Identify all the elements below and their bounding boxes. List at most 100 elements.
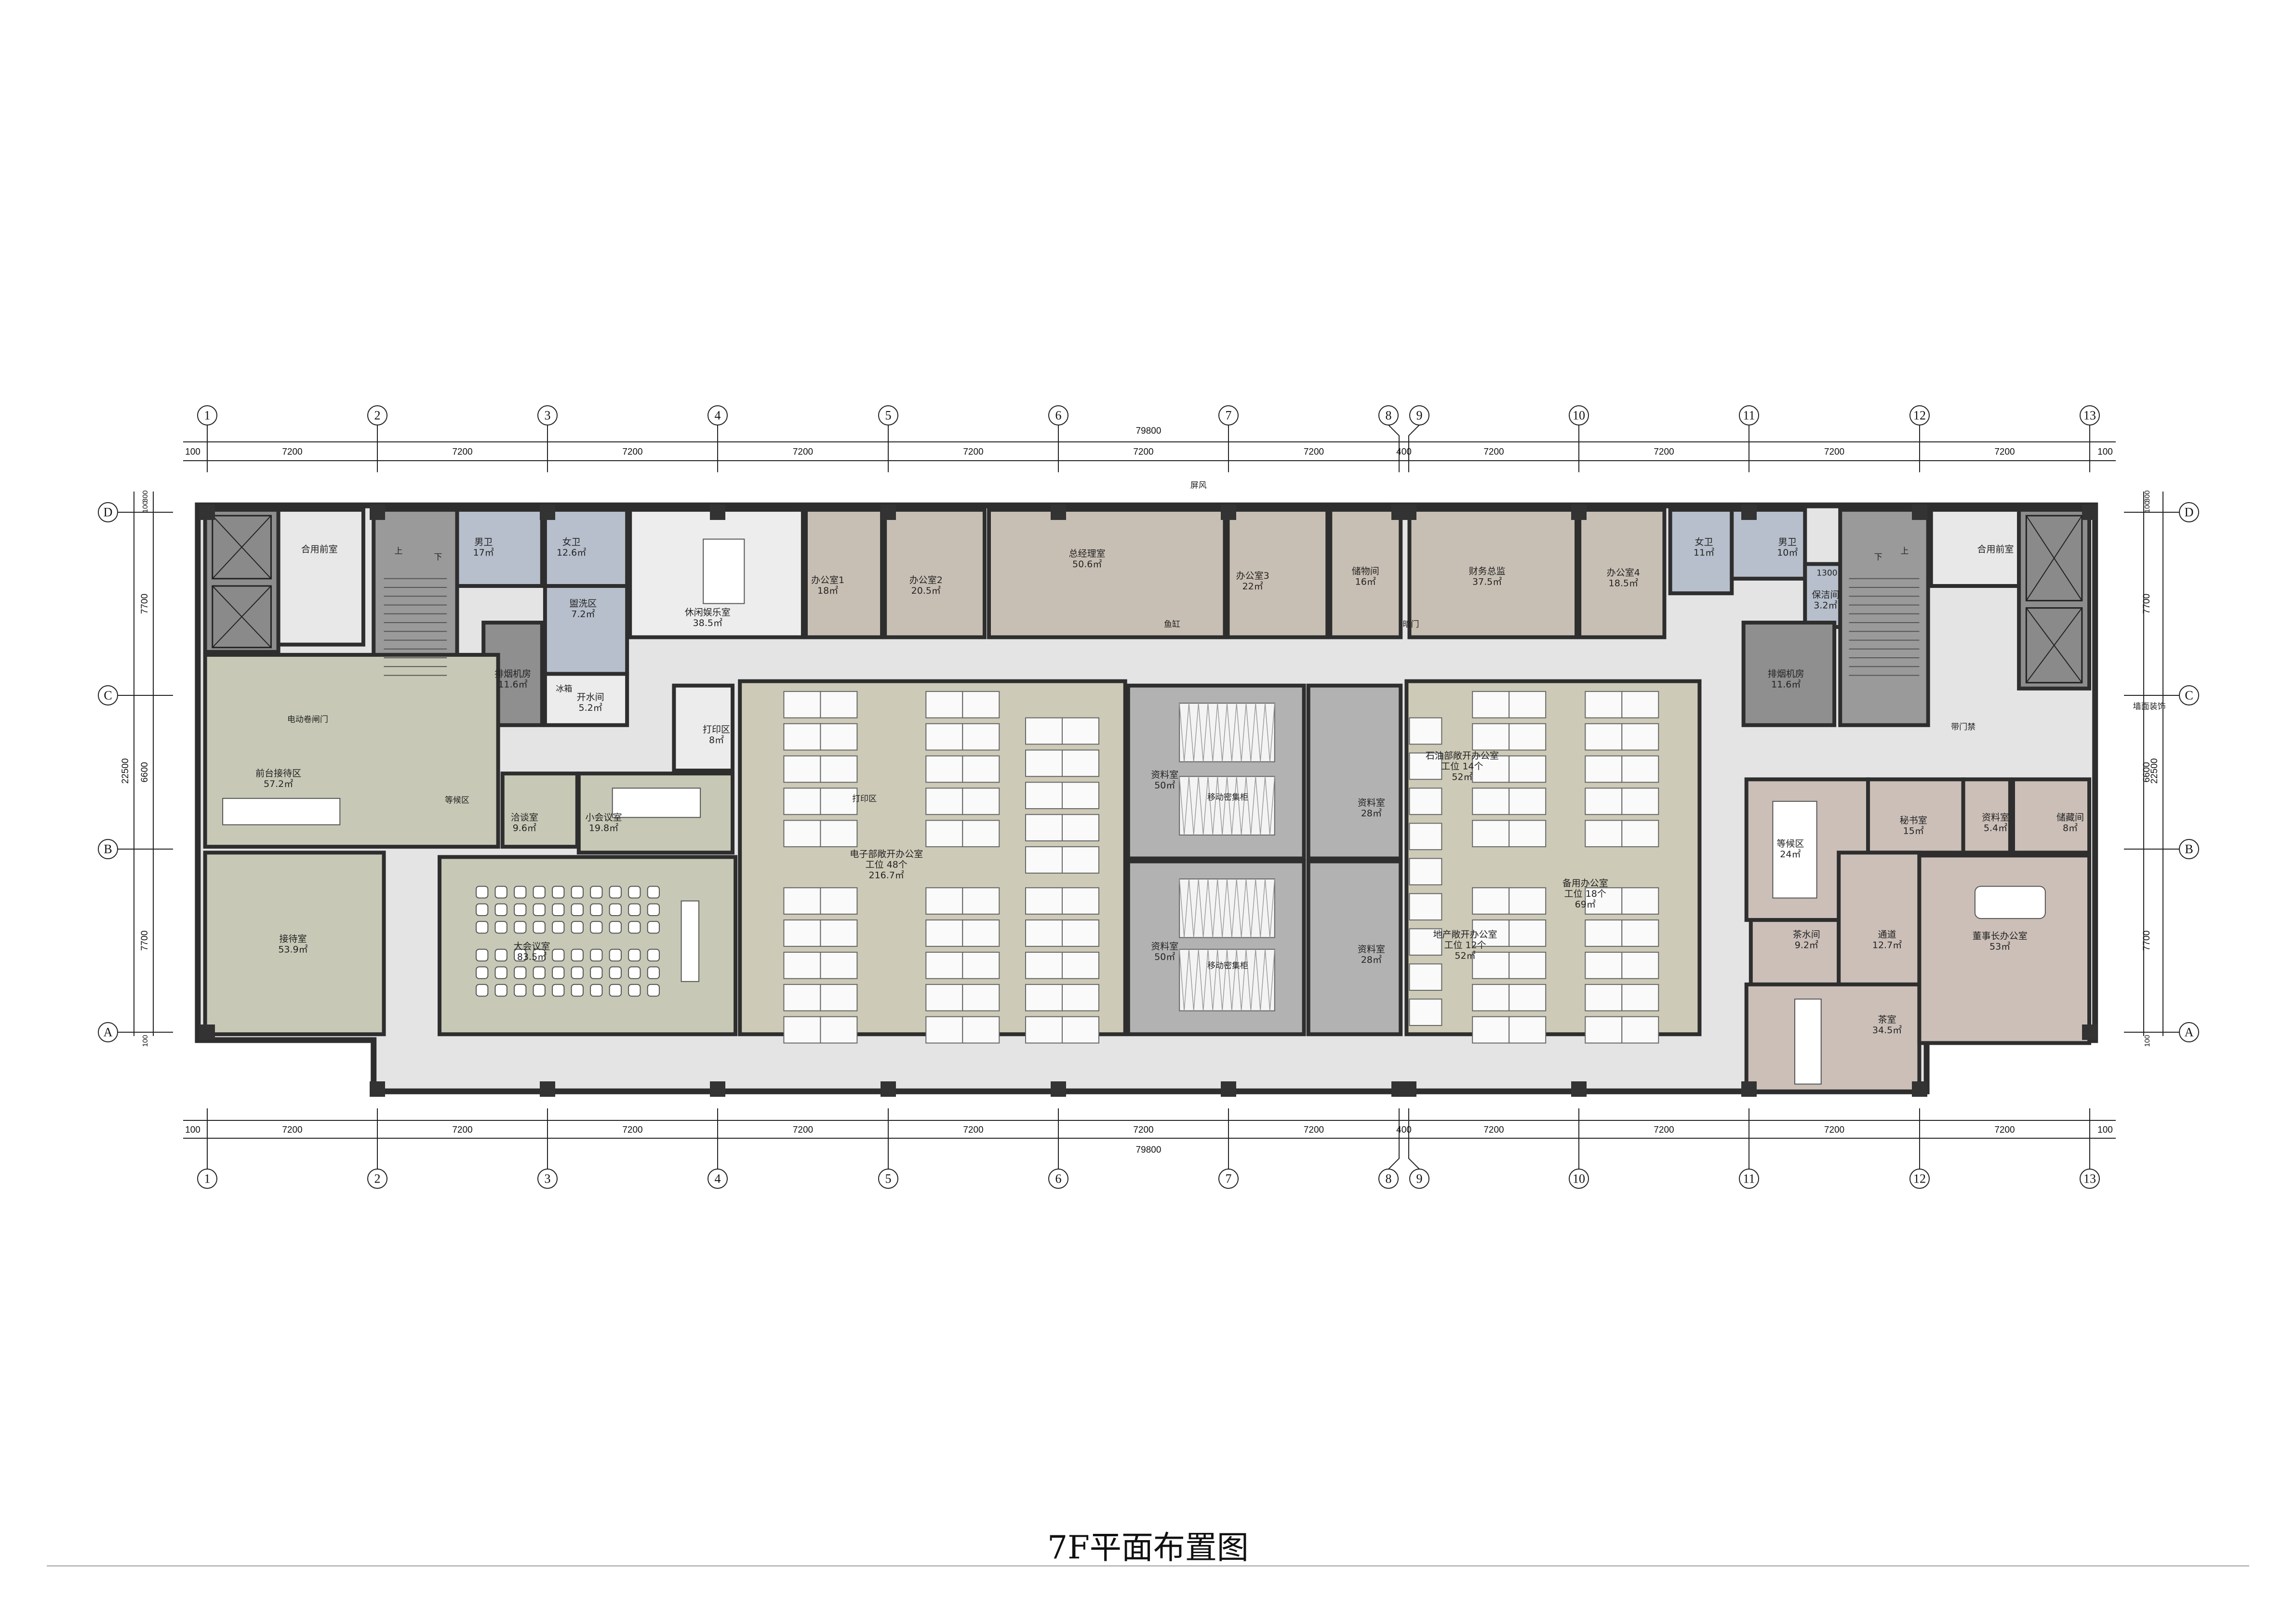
workstation-desk bbox=[1025, 814, 1063, 841]
room-area: 8㎡ bbox=[2063, 822, 2078, 833]
elevator-lobby-left bbox=[276, 507, 365, 647]
room-seats: 工位 18个 bbox=[1564, 889, 1606, 899]
elevator-car bbox=[212, 585, 272, 649]
title-underline bbox=[47, 1565, 2249, 1567]
meeting-chair bbox=[533, 903, 546, 917]
structural-column bbox=[200, 505, 215, 520]
room-name: 资料室 bbox=[1151, 941, 1178, 952]
wall-decoration-note: 墙面装饰 bbox=[2133, 702, 2166, 711]
grid-bubble bbox=[367, 1169, 387, 1189]
workstation-desk bbox=[925, 919, 963, 947]
workstation-desk bbox=[1409, 717, 1442, 745]
workstation-desk bbox=[1585, 984, 1623, 1011]
workstation-desk bbox=[1508, 755, 1547, 783]
elevator-lobby-right bbox=[1929, 507, 2021, 588]
dimension-bottom: 7200 bbox=[1133, 1125, 1153, 1135]
grid-label-top: 9 bbox=[1416, 409, 1423, 423]
meeting-chair bbox=[552, 921, 565, 934]
grid-bubble bbox=[537, 1169, 558, 1189]
meeting-chair bbox=[647, 903, 660, 917]
meeting-chair bbox=[609, 921, 622, 934]
structural-column bbox=[881, 1081, 896, 1097]
grid-bubble bbox=[367, 405, 387, 426]
workstation-desk bbox=[925, 755, 963, 783]
meeting-chair bbox=[494, 966, 507, 979]
workstation-desk bbox=[1585, 952, 1623, 979]
dimension-bottom: 7200 bbox=[1654, 1125, 1674, 1135]
mobile-shelving bbox=[1179, 878, 1275, 938]
grid-bubble bbox=[2080, 405, 2100, 426]
workstation-desk bbox=[1062, 782, 1099, 810]
dimension-top: 7200 bbox=[793, 447, 813, 457]
meeting-chair bbox=[552, 903, 565, 917]
dimension-bottom: 7200 bbox=[1824, 1125, 1844, 1135]
workstation-desk bbox=[1508, 1016, 1547, 1044]
dimension-note: 1300 bbox=[1816, 569, 1837, 578]
grid-label-top: 12 bbox=[1913, 409, 1926, 423]
meeting-chair bbox=[609, 948, 622, 962]
dimension-left: 7700 bbox=[140, 594, 150, 614]
meeting-chair bbox=[590, 903, 603, 917]
meeting-chair bbox=[647, 886, 660, 899]
stair-up-label: 上 bbox=[1901, 546, 1909, 556]
workstation-desk bbox=[962, 755, 1000, 783]
workstation-desk bbox=[1585, 723, 1623, 751]
room-area: 11㎡ bbox=[1694, 547, 1714, 558]
workstation-desk bbox=[1472, 755, 1510, 783]
dimension-bottom: 7200 bbox=[622, 1125, 642, 1135]
room-name: 前台接待区 bbox=[255, 768, 301, 779]
meeting-chair bbox=[647, 984, 660, 997]
room-area: 22㎡ bbox=[1242, 581, 1263, 592]
dimension-right: 100 bbox=[2143, 1035, 2151, 1047]
dimension-bottom: 7200 bbox=[793, 1125, 813, 1135]
room-name: 洽谈室 bbox=[511, 812, 538, 823]
workstation-desk bbox=[1508, 723, 1547, 751]
room-name: 电子部敞开办公室 bbox=[850, 849, 923, 859]
meeting-chair bbox=[476, 886, 489, 899]
meeting-chair bbox=[628, 886, 641, 899]
workstation-desk bbox=[1025, 717, 1063, 745]
room-area: 83.5㎡ bbox=[517, 951, 547, 962]
grid-line bbox=[1388, 1108, 1400, 1170]
room-area: 24㎡ bbox=[1780, 849, 1801, 860]
print-area-note: 打印区 bbox=[852, 794, 877, 804]
grid-bubble bbox=[878, 1169, 898, 1189]
meeting-chair bbox=[571, 984, 584, 997]
room-name: 秘书室 bbox=[1900, 815, 1927, 825]
workstation-desk bbox=[962, 952, 1000, 979]
mobile-shelving bbox=[1179, 776, 1275, 836]
mobile-shelving-label: 移动密集柜 bbox=[1207, 793, 1248, 802]
storage-room bbox=[1328, 507, 1403, 639]
room-area: 9.2㎡ bbox=[1795, 940, 1818, 951]
meeting-chair bbox=[590, 948, 603, 962]
workstation-desk bbox=[1621, 691, 1659, 718]
dimension-bottom: 7200 bbox=[452, 1125, 472, 1135]
meeting-chair bbox=[514, 984, 527, 997]
meeting-chair bbox=[628, 984, 641, 997]
room-area: 28㎡ bbox=[1361, 954, 1382, 965]
workstation-desk bbox=[1409, 998, 1442, 1026]
workstation-desk bbox=[783, 787, 821, 815]
dimension-left: 100 bbox=[141, 501, 149, 513]
chairman-office bbox=[1917, 853, 2092, 1045]
grid-label-left: B bbox=[104, 842, 112, 856]
room-name: 排烟机房 bbox=[1768, 668, 1804, 679]
workstation-desk bbox=[1062, 814, 1099, 841]
fridge-note: 冰箱 bbox=[556, 684, 572, 694]
stair-down-label: 下 bbox=[1874, 552, 1882, 562]
mobile-shelving bbox=[1179, 948, 1275, 1011]
room-name: 储藏间 bbox=[2056, 812, 2084, 823]
grid-label-top: 1 bbox=[204, 409, 211, 423]
meeting-chair bbox=[552, 966, 565, 979]
tea-room bbox=[1744, 982, 1922, 1093]
room-name: 等候区 bbox=[1776, 838, 1804, 849]
dimension-left: 7700 bbox=[140, 931, 150, 951]
meeting-chair bbox=[514, 966, 527, 979]
workstation-desk bbox=[1508, 919, 1547, 947]
room-name: 财务总监 bbox=[1469, 566, 1506, 577]
meeting-chair bbox=[476, 948, 489, 962]
dimension-top: 7200 bbox=[1133, 447, 1153, 457]
workstation-desk bbox=[783, 755, 821, 783]
grid-bubble bbox=[1739, 1169, 1759, 1189]
